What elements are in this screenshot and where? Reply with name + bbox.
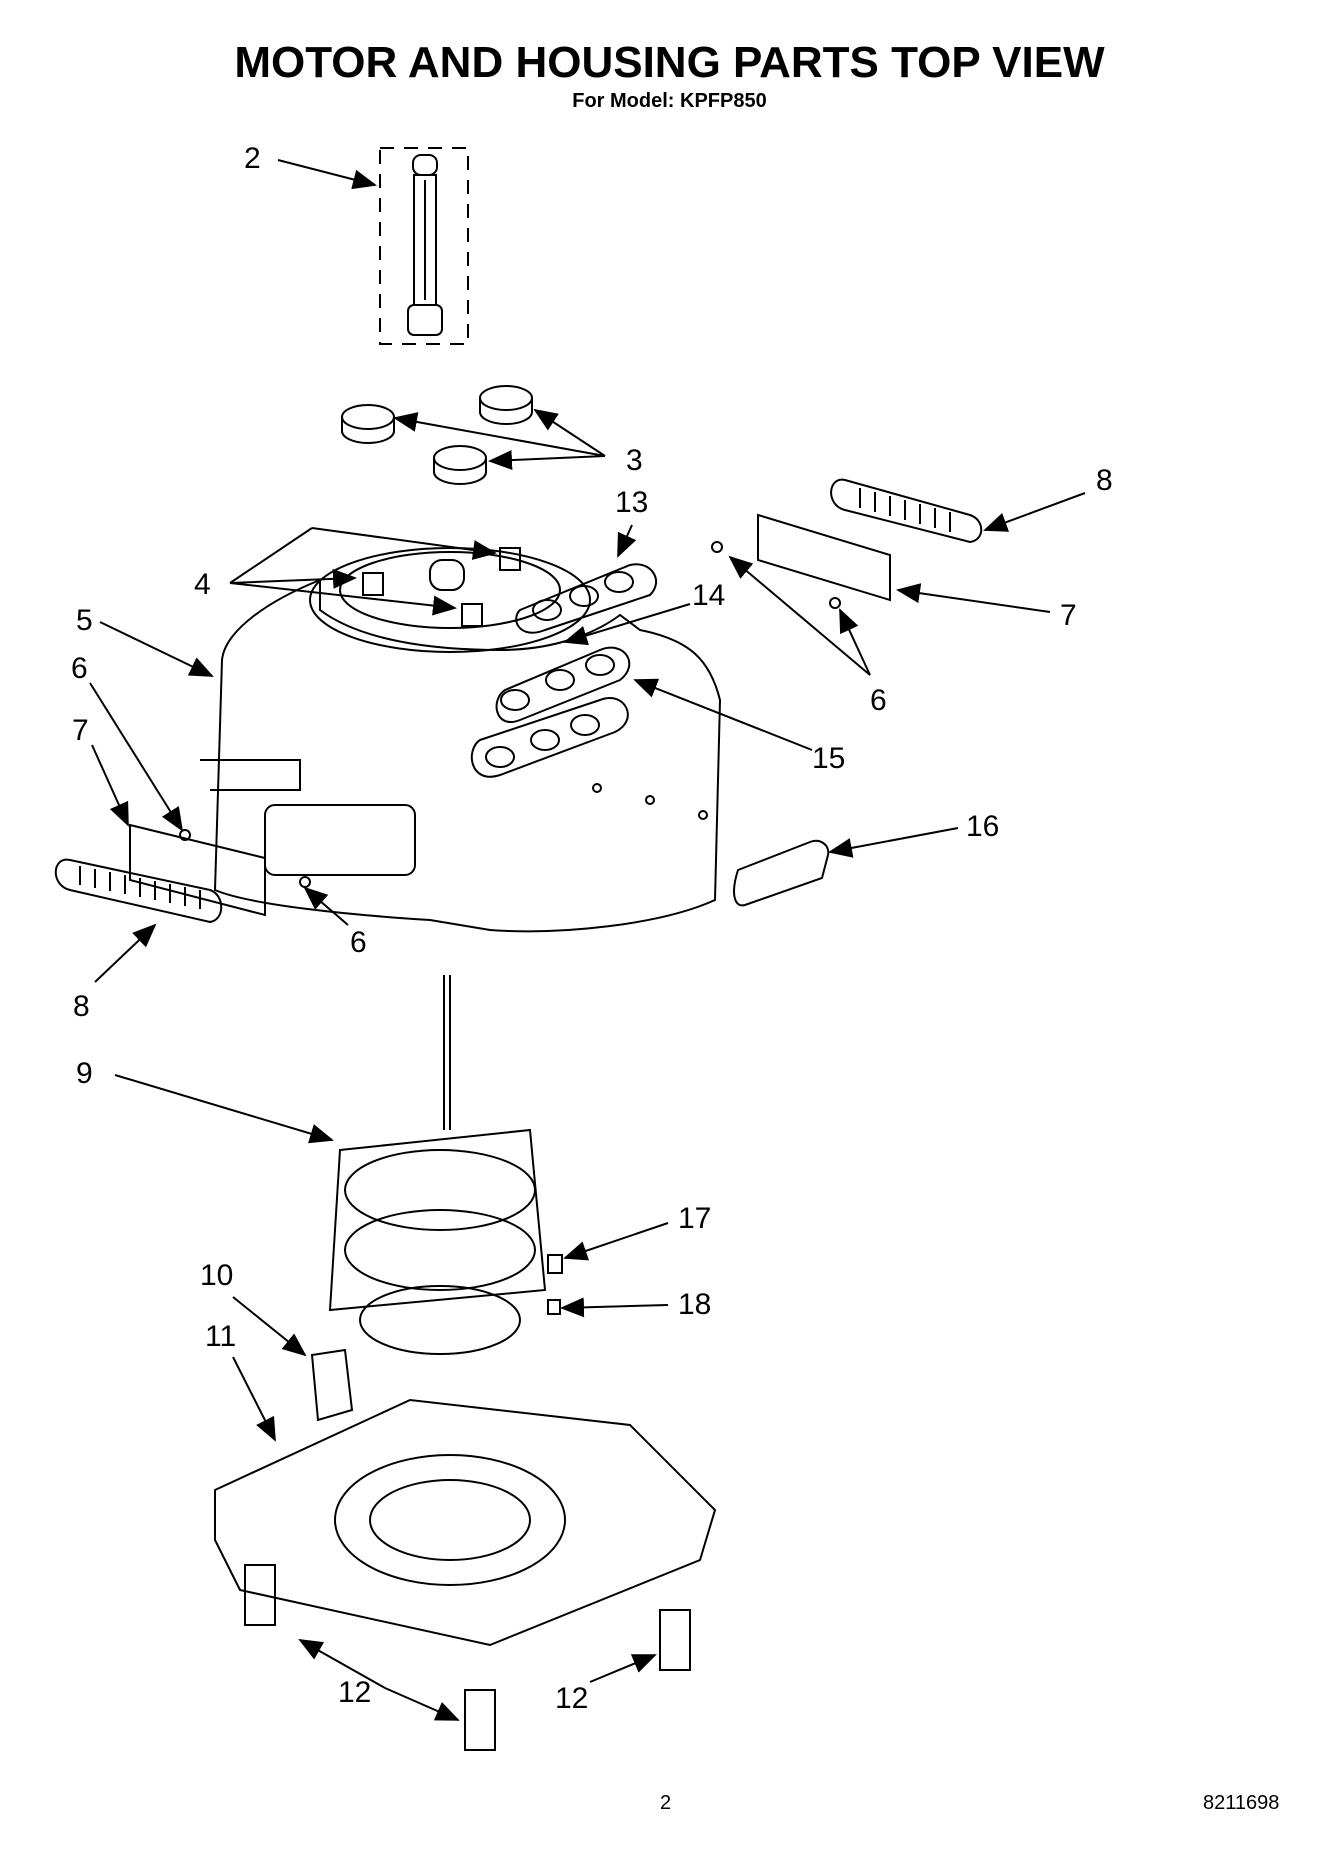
callout-13: 13 [615,486,648,519]
callout-10: 10 [200,1259,233,1292]
callout-8-left: 8 [73,990,90,1023]
callout-18: 18 [678,1288,711,1321]
callout-2: 2 [244,142,261,175]
right-grille-part [711,478,983,609]
screws-part [362,547,521,627]
feet-part [244,1564,691,1751]
motor-part [328,975,547,1355]
motor-mount-part [310,1348,354,1422]
callout-15: 15 [812,742,845,775]
callout-8-right: 8 [1096,464,1113,497]
control-pad-part [470,646,631,778]
callout-3: 3 [626,444,643,477]
callout-9: 9 [76,1057,93,1090]
callout-4: 4 [194,568,211,601]
leader-lines [89,159,1086,1721]
coupler-shaft-part [379,147,469,345]
callout-labels: 2 3 4 5 6 6 6 7 7 8 8 9 10 11 12 12 13 1… [71,142,1113,1715]
motor-housing-part [200,547,722,933]
label-part [733,839,830,907]
callout-6-bottom: 6 [350,926,367,959]
diagram-title: MOTOR AND HOUSING PARTS TOP VIEW [234,38,1105,87]
callout-7-left: 7 [72,714,89,747]
callout-7-right: 7 [1060,599,1077,632]
base-part [214,1398,717,1647]
document-code: 8211698 [1203,1792,1280,1814]
callout-5: 5 [76,604,93,637]
motor-bracket-part [547,1254,563,1315]
callout-16: 16 [966,810,999,843]
callout-14: 14 [692,579,725,612]
callout-12-right: 12 [555,1682,588,1715]
page-number: 2 [660,1792,672,1814]
callout-6-left: 6 [71,652,88,685]
button-panel-part [515,563,657,634]
callout-11: 11 [205,1320,236,1353]
callout-6-right: 6 [870,684,887,717]
callout-12-left: 12 [338,1676,371,1709]
caps-part [341,385,533,485]
model-subtitle: For Model: KPFP850 [572,90,767,112]
callout-17: 17 [678,1202,711,1235]
